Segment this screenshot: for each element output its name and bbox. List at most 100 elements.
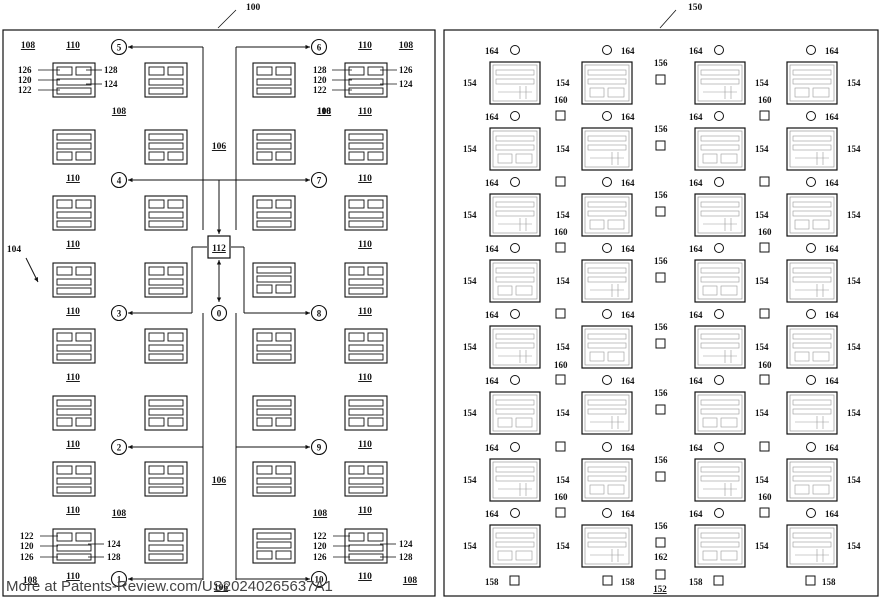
cell-r5-c2-inner bbox=[697, 394, 743, 432]
cell-r5-c0-bar-b bbox=[495, 408, 535, 415]
marker-circle-r3-c bbox=[714, 243, 724, 253]
cell-r3-c2-bar-b bbox=[700, 276, 740, 283]
module-r7-c1-bar-a bbox=[148, 544, 184, 552]
module-r4-c3-cell-a bbox=[348, 332, 365, 342]
cell-label-r7-a: 154 bbox=[463, 541, 477, 551]
cell-r7-c0-box-a bbox=[497, 550, 513, 561]
marker-circle-r5-b bbox=[602, 375, 612, 385]
cell-r0-c3-box-b bbox=[812, 87, 830, 98]
square-left-0 bbox=[555, 110, 566, 121]
module-r3-c3-cell-b bbox=[367, 266, 384, 276]
module-r0-c1-cell-b bbox=[167, 66, 184, 76]
module-r0-c3-cell-b bbox=[367, 66, 384, 76]
cell-label-r3-c: 154 bbox=[755, 276, 769, 286]
unit-label-9: 110 bbox=[358, 107, 372, 117]
node-7-circle bbox=[310, 171, 328, 189]
node-3-label: 3 bbox=[117, 309, 122, 319]
cell-r7-c0-bar-a bbox=[495, 532, 535, 539]
module-r3-c0-cell-a bbox=[56, 266, 73, 276]
cell-r3-c0-box-b bbox=[515, 285, 533, 296]
module-r6-c3-frame bbox=[344, 461, 388, 497]
circle-label-r1-c: 164 bbox=[689, 112, 703, 122]
cell-r7-c3-bar-b bbox=[792, 541, 832, 548]
cell-r6-c3-box-b bbox=[812, 484, 830, 495]
circle-label-r6-c: 164 bbox=[689, 443, 703, 453]
part-label-124a: 124 bbox=[104, 79, 118, 89]
circle-label-r5-a: 164 bbox=[485, 376, 499, 386]
module-r7-c0-frame bbox=[52, 528, 96, 564]
part-label-122b: 122 bbox=[313, 85, 327, 95]
zone-label-4: 108 bbox=[317, 107, 332, 117]
arrow-node-6-head bbox=[305, 44, 310, 50]
square-label-r3: 156 bbox=[654, 256, 668, 266]
module-r4-c0-frame bbox=[52, 328, 96, 364]
cell-r1-c3-inner bbox=[789, 130, 835, 168]
cell-r4-c2-bar-a bbox=[700, 333, 740, 340]
module-r4-c0-bar-b bbox=[56, 353, 92, 361]
zone-label-6: 108 bbox=[23, 576, 38, 586]
module-r2-c0-bar-a bbox=[56, 211, 92, 219]
cell-r5-c3-bar-b bbox=[792, 408, 832, 415]
module-r3-c0-cell-b bbox=[75, 266, 92, 276]
square-label-r1: 156 bbox=[654, 124, 668, 134]
module-r3-c2-frame bbox=[252, 262, 296, 298]
node-8-label: 8 bbox=[317, 309, 322, 319]
marker-circle-r0-b bbox=[602, 45, 612, 55]
module-r7-c0-bar-b bbox=[56, 553, 92, 561]
cell-r7-c2-bar-b bbox=[700, 541, 740, 548]
cell-r4-c0-frame bbox=[489, 325, 541, 369]
cell-r6-c2-inner bbox=[697, 461, 743, 499]
module-r4-c1-bar-b bbox=[148, 353, 184, 361]
cell-label-r5-a: 154 bbox=[463, 408, 477, 418]
part-label-124c: 124 bbox=[107, 539, 121, 549]
arrow-node-4-head bbox=[128, 177, 133, 183]
cell-label-r4-a: 154 bbox=[463, 342, 477, 352]
cell-r0-c1-inner bbox=[584, 64, 630, 102]
cell-r2-c2-bar-b bbox=[700, 210, 740, 217]
module-r1-c2-cell-a bbox=[256, 151, 273, 161]
cell-r5-c0-box-b bbox=[515, 417, 533, 428]
square-mid-r2 bbox=[655, 206, 666, 217]
cell-r6-c1-box-a bbox=[589, 484, 605, 495]
module-r7-c3-frame bbox=[344, 528, 388, 564]
module-r0-c3-bar-a bbox=[348, 78, 384, 86]
circle-label-r7-d: 164 bbox=[825, 509, 839, 519]
square-mid-r7 bbox=[655, 537, 666, 548]
module-r0-c1-bar-b bbox=[148, 87, 184, 95]
marker-circle-r4-a bbox=[510, 309, 520, 319]
cell-r4-c2-bar-b bbox=[700, 342, 740, 349]
cell-r5-c1-bar-a bbox=[587, 399, 627, 406]
cell-r6-c3-bar-b bbox=[792, 475, 832, 482]
unit-label-5: 110 bbox=[66, 440, 80, 450]
cell-r4-c0-bar-b bbox=[495, 342, 535, 349]
part-label-128c: 128 bbox=[107, 552, 121, 562]
module-r6-c0-cell-a bbox=[56, 465, 73, 475]
part-label-120b: 120 bbox=[313, 75, 327, 85]
module-r6-c3-cell-b bbox=[367, 465, 384, 475]
module-r6-c2-bar-a bbox=[256, 477, 292, 485]
module-r3-c3-bar-b bbox=[348, 287, 384, 295]
marker-circle-r4-d bbox=[806, 309, 816, 319]
cell-r1-c2-bar-a bbox=[700, 135, 740, 142]
module-r0-c1-bar-a bbox=[148, 78, 184, 86]
marker-circle-r5-a bbox=[510, 375, 520, 385]
cell-r7-c0-box-b bbox=[515, 550, 533, 561]
node-0-circle bbox=[210, 304, 228, 322]
module-r3-c3-bar-a bbox=[348, 278, 384, 286]
arrow-node-2-head bbox=[128, 444, 133, 450]
module-r4-c3-bar-a bbox=[348, 344, 384, 352]
circle-label-r6-b: 164 bbox=[621, 443, 635, 453]
module-r4-c2-bar-a bbox=[256, 344, 292, 352]
cell-label-r1-d: 154 bbox=[847, 144, 861, 154]
module-r7-c3-cell-b bbox=[367, 532, 384, 542]
module-r6-c1-frame bbox=[144, 461, 188, 497]
circle-label-r6-d: 164 bbox=[825, 443, 839, 453]
cell-r6-c3-frame bbox=[786, 458, 838, 502]
cell-r1-c3-frame bbox=[786, 127, 838, 171]
module-r5-c0-bar-a bbox=[56, 399, 92, 407]
arrow-node-10-head bbox=[305, 576, 310, 582]
cell-label-r0-b: 154 bbox=[556, 78, 570, 88]
circle-label-r0-b: 164 bbox=[621, 46, 635, 56]
cell-r4-c3-box-b bbox=[812, 351, 830, 362]
